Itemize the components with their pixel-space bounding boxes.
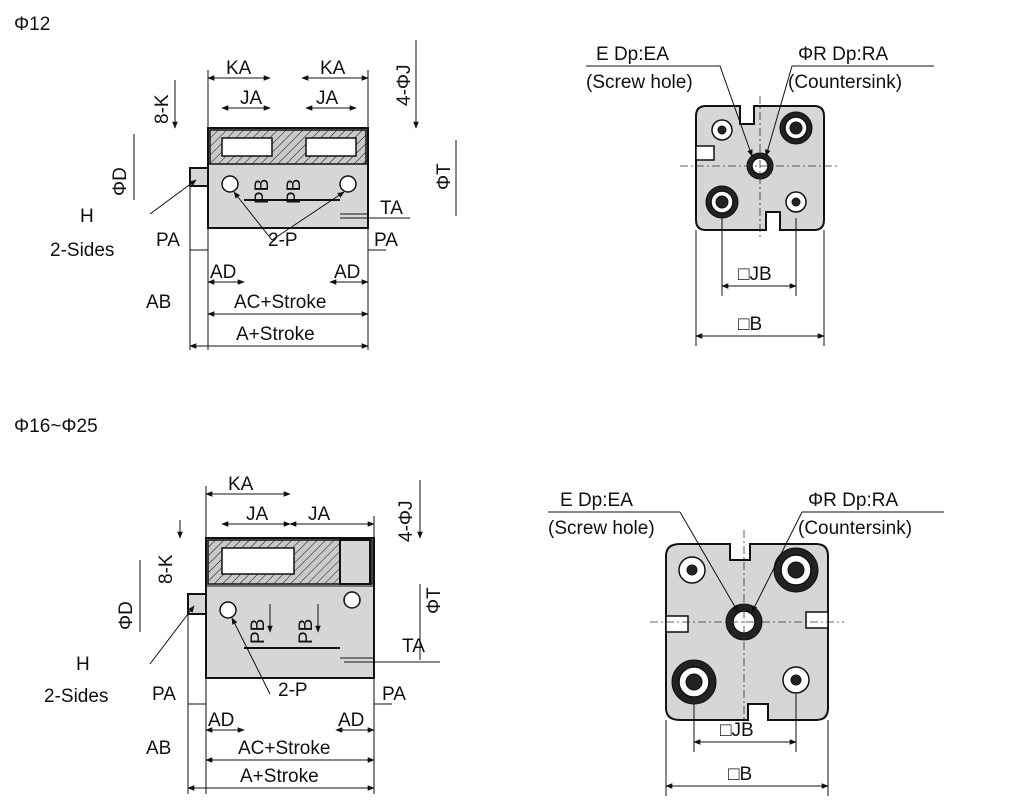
bottom-label-ja-right: JA: [308, 504, 331, 525]
bottom-label-2p: 2-P: [278, 680, 308, 701]
bottom-label-pa-left: PA: [152, 684, 176, 705]
bottom-label-pa-right: PA: [382, 684, 406, 705]
bottom-label-h: H: [76, 654, 90, 675]
top-label-pb-left: PB: [252, 179, 273, 204]
bottom-label-ad-left: AD: [208, 710, 234, 731]
bottom-label-ad-right: AD: [338, 710, 364, 731]
bottom-end-view: E Dp:EA (Screw hole) ΦR Dp:RA (Countersi…: [548, 490, 944, 796]
top-end-screw-note: (Screw hole): [586, 72, 693, 93]
top-label-ad-left: AD: [210, 262, 236, 283]
top-label-ad-right: AD: [334, 262, 360, 283]
bottom-label-pb-left: PB: [248, 619, 269, 644]
top-side-screw-left: [221, 137, 273, 157]
top-label-2sides: 2-Sides: [50, 240, 114, 261]
top-end-view: E Dp:EA (Screw hole) ΦR Dp:RA (Countersi…: [586, 44, 934, 346]
bottom-label-2sides: 2-Sides: [44, 686, 108, 707]
top-end-countersink-note: (Countersink): [788, 72, 902, 93]
top-label-ac-stroke: AC+Stroke: [234, 292, 326, 313]
section-title-top: Φ12: [14, 14, 50, 35]
bottom-label-ka: KA: [228, 474, 254, 495]
bottom-end-jb: □JB: [720, 720, 754, 741]
top-end-screw-spec: E Dp:EA: [596, 44, 669, 65]
top-end-jb: □JB: [738, 264, 772, 285]
top-end-b: □B: [738, 314, 762, 335]
bottom-label-pb-right: PB: [296, 619, 317, 644]
top-label-ab: AB: [146, 292, 171, 313]
bottom-side-view: KA JA JA 4-ΦJ 8-K ΦD ΦT PB PB TA H 2-Sid…: [44, 474, 445, 794]
bottom-label-ta: TA: [402, 636, 425, 657]
top-label-pa-left: PA: [156, 230, 180, 251]
top-label-2p: 2-P: [268, 230, 298, 251]
bottom-side-port-left: [219, 601, 237, 619]
bottom-end-b: □B: [728, 764, 752, 785]
bottom-label-8k: 8-K: [156, 554, 177, 584]
bottom-label-ja-left: JA: [246, 504, 269, 525]
top-label-4phij: 4-ΦJ: [394, 64, 415, 106]
top-label-ja-left: JA: [240, 88, 263, 109]
bottom-end-countersink-note: (Countersink): [798, 518, 912, 539]
bottom-end-countersink-spec: ΦR Dp:RA: [808, 490, 898, 511]
bottom-label-a-stroke: A+Stroke: [240, 766, 319, 787]
bottom-label-phit: ΦT: [424, 587, 445, 614]
top-label-ka-right: KA: [320, 58, 346, 79]
top-side-screw-right: [305, 137, 357, 157]
top-label-ka-left: KA: [226, 58, 252, 79]
top-label-pb-right: PB: [284, 179, 305, 204]
bottom-label-ab: AB: [146, 738, 171, 759]
top-side-port-right: [339, 175, 357, 193]
bottom-side-screw: [221, 547, 295, 575]
section-title-bottom: Φ16~Φ25: [14, 416, 98, 437]
top-label-8k: 8-K: [152, 94, 173, 124]
top-side-view: KA KA JA JA 4-ΦJ 8-K ΦD ΦT PB PB TA H 2-…: [50, 40, 457, 350]
top-label-phid: ΦD: [110, 167, 131, 196]
bottom-end-screw-spec: E Dp:EA: [560, 490, 633, 511]
top-side-port-left: [221, 175, 239, 193]
top-end-countersink-spec: ΦR Dp:RA: [798, 44, 888, 65]
top-label-h: H: [80, 206, 94, 227]
top-label-ja-right: JA: [316, 88, 339, 109]
top-label-pa-right: PA: [374, 230, 398, 251]
top-side-rod: [189, 167, 209, 187]
bottom-end-screw-note: (Screw hole): [548, 518, 655, 539]
bottom-label-ac-stroke: AC+Stroke: [238, 738, 330, 759]
top-label-ta: TA: [380, 198, 403, 219]
bottom-label-4phij: 4-ΦJ: [396, 500, 417, 542]
top-label-a-stroke: A+Stroke: [236, 324, 315, 345]
bottom-side-port-right: [343, 591, 361, 609]
bottom-label-phid: ΦD: [116, 601, 137, 630]
top-label-phit: ΦT: [434, 163, 455, 190]
